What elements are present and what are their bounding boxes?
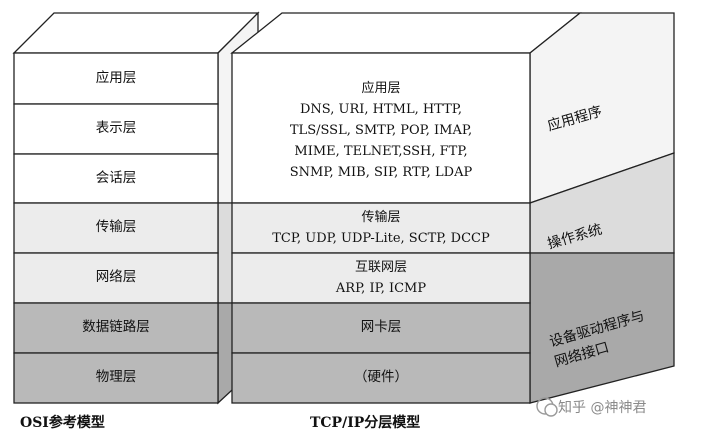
tcpip-application-protocols-4: SNMP, MIB, SIP, RTP, LDAP (289, 164, 473, 180)
osi-physical-label: 物理层 (95, 369, 137, 386)
osi-layer-session-box (13, 153, 219, 204)
watermark-text: 知乎 @神神君 (558, 400, 647, 416)
osi-layer-datalink-box (13, 302, 219, 354)
osi-network-label: 网络层 (95, 269, 137, 286)
osi-caption: OSI参考模型 (20, 415, 105, 431)
osi-layer-network-box (13, 252, 219, 304)
tcpip-application-protocols-3: MIME, TELNET,SSH, FTP, (294, 143, 468, 159)
tcpip-application-text: 应用层 DNS, URI, HTML, HTTP, TLS/SSL, SMTP,… (232, 60, 530, 200)
tcpip-internet-title: 互联网层 (354, 260, 407, 275)
tcpip-transport-text: 传输层 TCP, UDP, UDP-Lite, SCTP, DCCP (232, 204, 530, 252)
tcpip-layer-hardware-box (231, 352, 531, 404)
tcpip-transport-title: 传输层 (361, 210, 401, 225)
tcpip-internet-text: 互联网层 ARP, IP, ICMP (232, 254, 530, 302)
osi-layer-presentation-box (13, 103, 219, 155)
watermark-logo-icon (536, 397, 558, 417)
osi-top-face (12, 12, 260, 54)
osi-datalink-label: 数据链路层 (82, 319, 150, 336)
tcpip-hardware-label: （硬件） (354, 369, 408, 386)
osi-layer-transport-box (13, 202, 219, 254)
tcpip-transport-protocols: TCP, UDP, UDP-Lite, SCTP, DCCP (272, 231, 490, 246)
tcpip-application-title: 应用层 (361, 80, 401, 96)
tcpip-internet-protocols: ARP, IP, ICMP (335, 281, 427, 296)
tcpip-application-protocols-1: DNS, URI, HTML, HTTP, (299, 101, 463, 117)
tcpip-top-face (230, 12, 582, 54)
tcpip-link-label: 网卡层 (360, 319, 402, 336)
osi-layer-application-box (13, 52, 219, 105)
tcpip-application-protocols-2: TLS/SSL, SMTP, POP, IMAP, (289, 122, 473, 138)
osi-application-label: 应用层 (95, 69, 137, 86)
osi-presentation-label: 表示层 (95, 120, 137, 137)
osi-layer-physical-box (13, 352, 219, 404)
tcpip-caption: TCP/IP分层模型 (310, 415, 421, 431)
osi-session-label: 会话层 (95, 169, 137, 186)
osi-transport-label: 传输层 (95, 219, 137, 236)
tcpip-layer-transport-box (231, 202, 531, 254)
tcpip-layer-internet-box (231, 252, 531, 304)
tcpip-layer-application-box (231, 52, 531, 204)
